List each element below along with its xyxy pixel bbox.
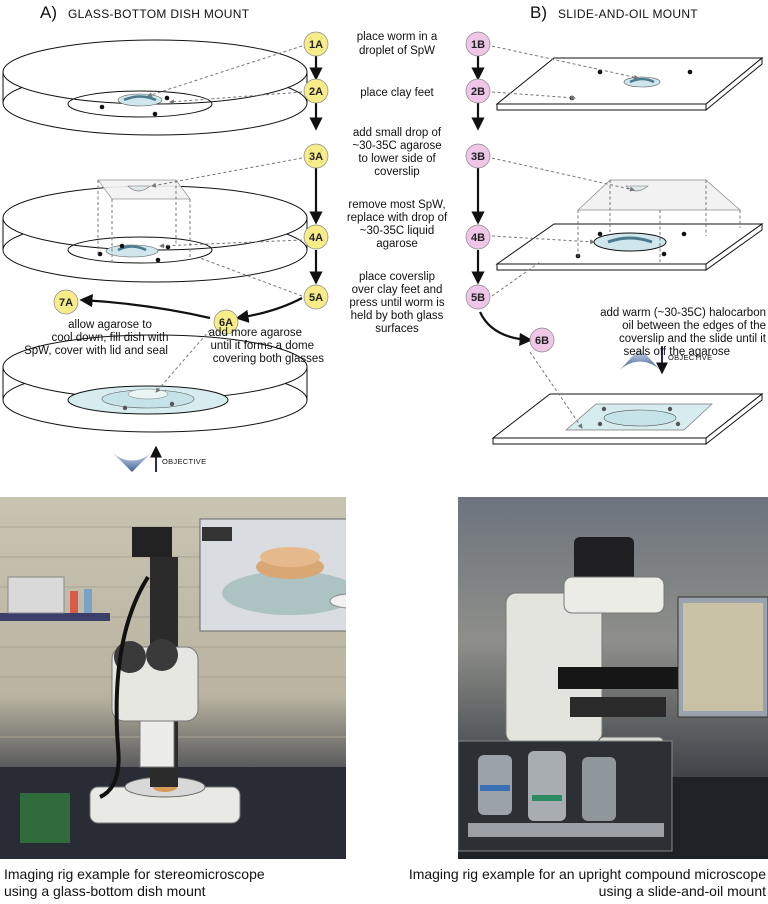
svg-text:A): A) — [40, 3, 57, 22]
step-badge-5b: 5B — [465, 284, 491, 310]
flow-arrows-a — [79, 56, 323, 323]
instruction-step5: place coverslip over clay feet and press… — [349, 271, 444, 335]
svg-text:7A: 7A — [59, 297, 73, 309]
svg-text:3A: 3A — [309, 151, 323, 163]
svg-text:6A: 6A — [219, 317, 233, 329]
slide-step4b-illustration — [495, 179, 764, 271]
step-badge-2b: 2B — [465, 78, 491, 104]
slide-step6b-illustration — [491, 392, 764, 446]
compound-microscope-photo — [458, 497, 768, 859]
svg-text:press until worm is: press until worm is — [349, 297, 444, 309]
dish-step6a-illustration — [2, 334, 308, 433]
instruction-step1: place worm in a droplet of SpW — [357, 31, 438, 57]
svg-text:to lower side of: to lower side of — [358, 153, 436, 165]
svg-text:4A: 4A — [309, 232, 323, 244]
svg-text:3B: 3B — [471, 151, 485, 163]
svg-text:oil between the edges of the: oil between the edges of the — [622, 320, 766, 332]
svg-text:5A: 5A — [309, 292, 323, 304]
instruction-step6a: add more agarose until it forms a dome c… — [209, 327, 325, 365]
svg-text:coverslip: coverslip — [374, 166, 419, 178]
svg-text:allow agarose to: allow agarose to — [68, 319, 152, 331]
svg-text:add warm (~30-35C) halocarbon: add warm (~30-35C) halocarbon — [600, 307, 766, 319]
svg-text:droplet of SpW: droplet of SpW — [359, 45, 435, 57]
step-badge-7a: 7A — [53, 289, 79, 315]
step-badges-b: 1B 2B 3B 4B 5B 6B — [465, 31, 555, 353]
step-badge-1a: 1A — [303, 31, 329, 57]
caption-right: Imaging rig example for an upright compo… — [408, 866, 766, 899]
svg-text:SLIDE-AND-OIL MOUNT: SLIDE-AND-OIL MOUNT — [558, 7, 698, 21]
svg-text:SpW, cover with lid and seal: SpW, cover with lid and seal — [24, 345, 168, 357]
flow-arrows-b — [471, 56, 533, 347]
svg-text:seals off the agarose: seals off the agarose — [623, 346, 730, 358]
svg-text:1B: 1B — [471, 39, 485, 51]
mounting-diagram: A) GLASS-BOTTOM DISH MOUNT B) SLIDE-AND-… — [2, 3, 767, 472]
svg-text:surfaces: surfaces — [375, 323, 419, 335]
instruction-step3: add small drop of ~30-35C agarose to low… — [352, 127, 442, 178]
step-badge-5a: 5A — [303, 284, 329, 310]
step-badge-3a: 3A — [303, 143, 329, 169]
svg-text:~30-35C liquid: ~30-35C liquid — [360, 225, 434, 237]
svg-text:place coverslip: place coverslip — [359, 271, 435, 283]
dashed-pointers — [147, 45, 639, 429]
dish-step1-illustration — [2, 39, 308, 136]
svg-text:OBJECTIVE: OBJECTIVE — [668, 353, 712, 362]
svg-text:replace with drop of: replace with drop of — [347, 212, 448, 224]
svg-text:place worm in a: place worm in a — [357, 31, 438, 43]
svg-text:place clay feet: place clay feet — [360, 87, 434, 99]
svg-text:5B: 5B — [471, 292, 485, 304]
stereomicroscope-photo — [0, 497, 346, 859]
svg-text:GLASS-BOTTOM DISH MOUNT: GLASS-BOTTOM DISH MOUNT — [68, 7, 250, 21]
svg-text:covering both glasses: covering both glasses — [213, 353, 324, 365]
objective-b-icon: OBJECTIVE — [620, 347, 712, 375]
svg-text:until it forms a dome: until it forms a dome — [210, 340, 314, 352]
step-badge-1b: 1B — [465, 31, 491, 57]
step-badge-6b: 6B — [529, 327, 555, 353]
svg-text:B): B) — [530, 3, 547, 22]
instruction-step7a: allow agarose to cool down, fill dish wi… — [24, 319, 168, 357]
svg-text:agarose: agarose — [376, 238, 418, 250]
step-badge-4a: 4A — [303, 224, 329, 250]
instruction-step2: place clay feet — [360, 87, 434, 99]
svg-text:add small drop of: add small drop of — [353, 127, 442, 139]
panel-b-header: B) SLIDE-AND-OIL MOUNT — [530, 3, 698, 22]
panel-a-header: A) GLASS-BOTTOM DISH MOUNT — [40, 3, 250, 22]
step-badges-a: 1A 2A 3A 4A 5A 6A 7A — [53, 31, 329, 335]
svg-text:4B: 4B — [471, 232, 485, 244]
instruction-step4: remove most SpW, replace with drop of ~3… — [347, 199, 448, 250]
svg-text:2B: 2B — [471, 86, 485, 98]
objective-a-icon: OBJECTIVE — [112, 445, 206, 472]
svg-text:over clay feet and: over clay feet and — [352, 284, 443, 296]
svg-text:6B: 6B — [535, 335, 549, 347]
svg-text:remove most SpW,: remove most SpW, — [348, 199, 445, 211]
svg-text:add more agarose: add more agarose — [209, 327, 302, 339]
svg-text:OBJECTIVE: OBJECTIVE — [162, 457, 206, 466]
svg-text:cool down, fill dish with: cool down, fill dish with — [52, 332, 169, 344]
instruction-step6b: add warm (~30-35C) halocarbon oil betwee… — [600, 307, 767, 358]
svg-text:coverslip and the slide until: coverslip and the slide until it — [619, 333, 767, 345]
svg-text:1A: 1A — [309, 39, 323, 51]
caption-left: Imaging rig example for stereomicroscope… — [4, 866, 265, 899]
step-badge-2a: 2A — [303, 78, 329, 104]
svg-text:2A: 2A — [309, 86, 323, 98]
slide-step2b-illustration — [495, 56, 764, 112]
step-badge-3b: 3B — [465, 143, 491, 169]
svg-text:held by both glass: held by both glass — [351, 310, 444, 322]
step-badge-4b: 4B — [465, 224, 491, 250]
svg-text:~30-35C agarose: ~30-35C agarose — [352, 140, 441, 152]
step-badge-6a: 6A — [213, 309, 239, 335]
dish-step4-illustration — [2, 179, 308, 283]
